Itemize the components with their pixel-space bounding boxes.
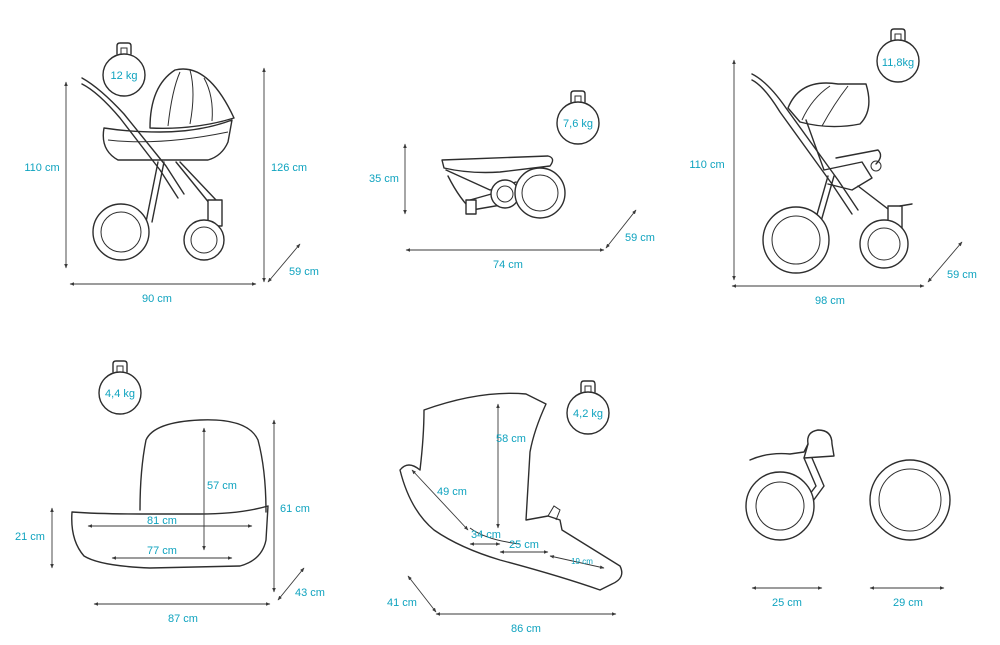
folded-width-line [605,209,637,249]
carrycot-hood-height-label: 57 cm [207,480,237,492]
folded-weight-label: 7,6 kg [563,118,593,130]
seat-weight-label: 4,2 kg [573,408,603,420]
pram-illustration [81,42,235,261]
seat-back-length-label: 49 cm [437,486,467,498]
seat-back-height-label: 58 cm [496,433,526,445]
seat-unit-illustration [399,380,623,591]
rear-wheel-size-label: 29 cm [893,597,923,609]
seat-length-label: 86 cm [511,623,541,635]
stroller-weight-label: 11,8kg [882,57,914,69]
seat-back-length-line [411,469,469,531]
pram-weight-label: 12 kg [111,70,138,82]
stroller-width-label: 59 cm [947,269,977,281]
stroller-height-label: 110 cm [689,159,724,171]
seat-width-line [407,575,437,613]
pram-width-line [267,243,301,283]
carrycot-illustration [71,360,269,569]
pram-height-label: 110 cm [24,162,59,174]
carrycot-weight-label: 4,4 kg [105,388,135,400]
stroller-weight-icon [876,28,920,83]
seat-leg-rest-label: 25 cm [509,539,539,551]
stroller-length-label: 98 cm [815,295,845,307]
folded-width-label: 59 cm [625,232,655,244]
carrycot-base-height-label: 21 cm [15,531,45,543]
pram-width-label: 59 cm [289,266,319,278]
carrycot-inner-bottom-label: 77 cm [147,545,177,557]
seat-depth-label: 34 cm [471,529,501,541]
pram-length-label: 90 cm [142,293,172,305]
stroller-width-line [927,241,963,283]
pram-max-height-label: 126 cm [271,162,307,174]
stroller-illustration [751,28,920,274]
front-wheel-size-label: 25 cm [772,597,802,609]
folded-height-label: 35 cm [369,173,399,185]
seat-foot-rest-label: 19 cm [571,557,593,566]
folded-length-label: 74 cm [493,259,523,271]
carrycot-width-label: 43 cm [295,587,325,599]
carrycot-length-label: 87 cm [168,613,198,625]
wheels-illustration [745,429,951,541]
carrycot-height-label: 61 cm [280,503,310,515]
carrycot-width-line [277,567,305,601]
seat-width-label: 41 cm [387,597,417,609]
carrycot-inner-top-label: 81 cm [147,515,177,527]
seat-foot-rest-line [549,555,605,569]
folded-stroller-illustration [441,90,600,219]
